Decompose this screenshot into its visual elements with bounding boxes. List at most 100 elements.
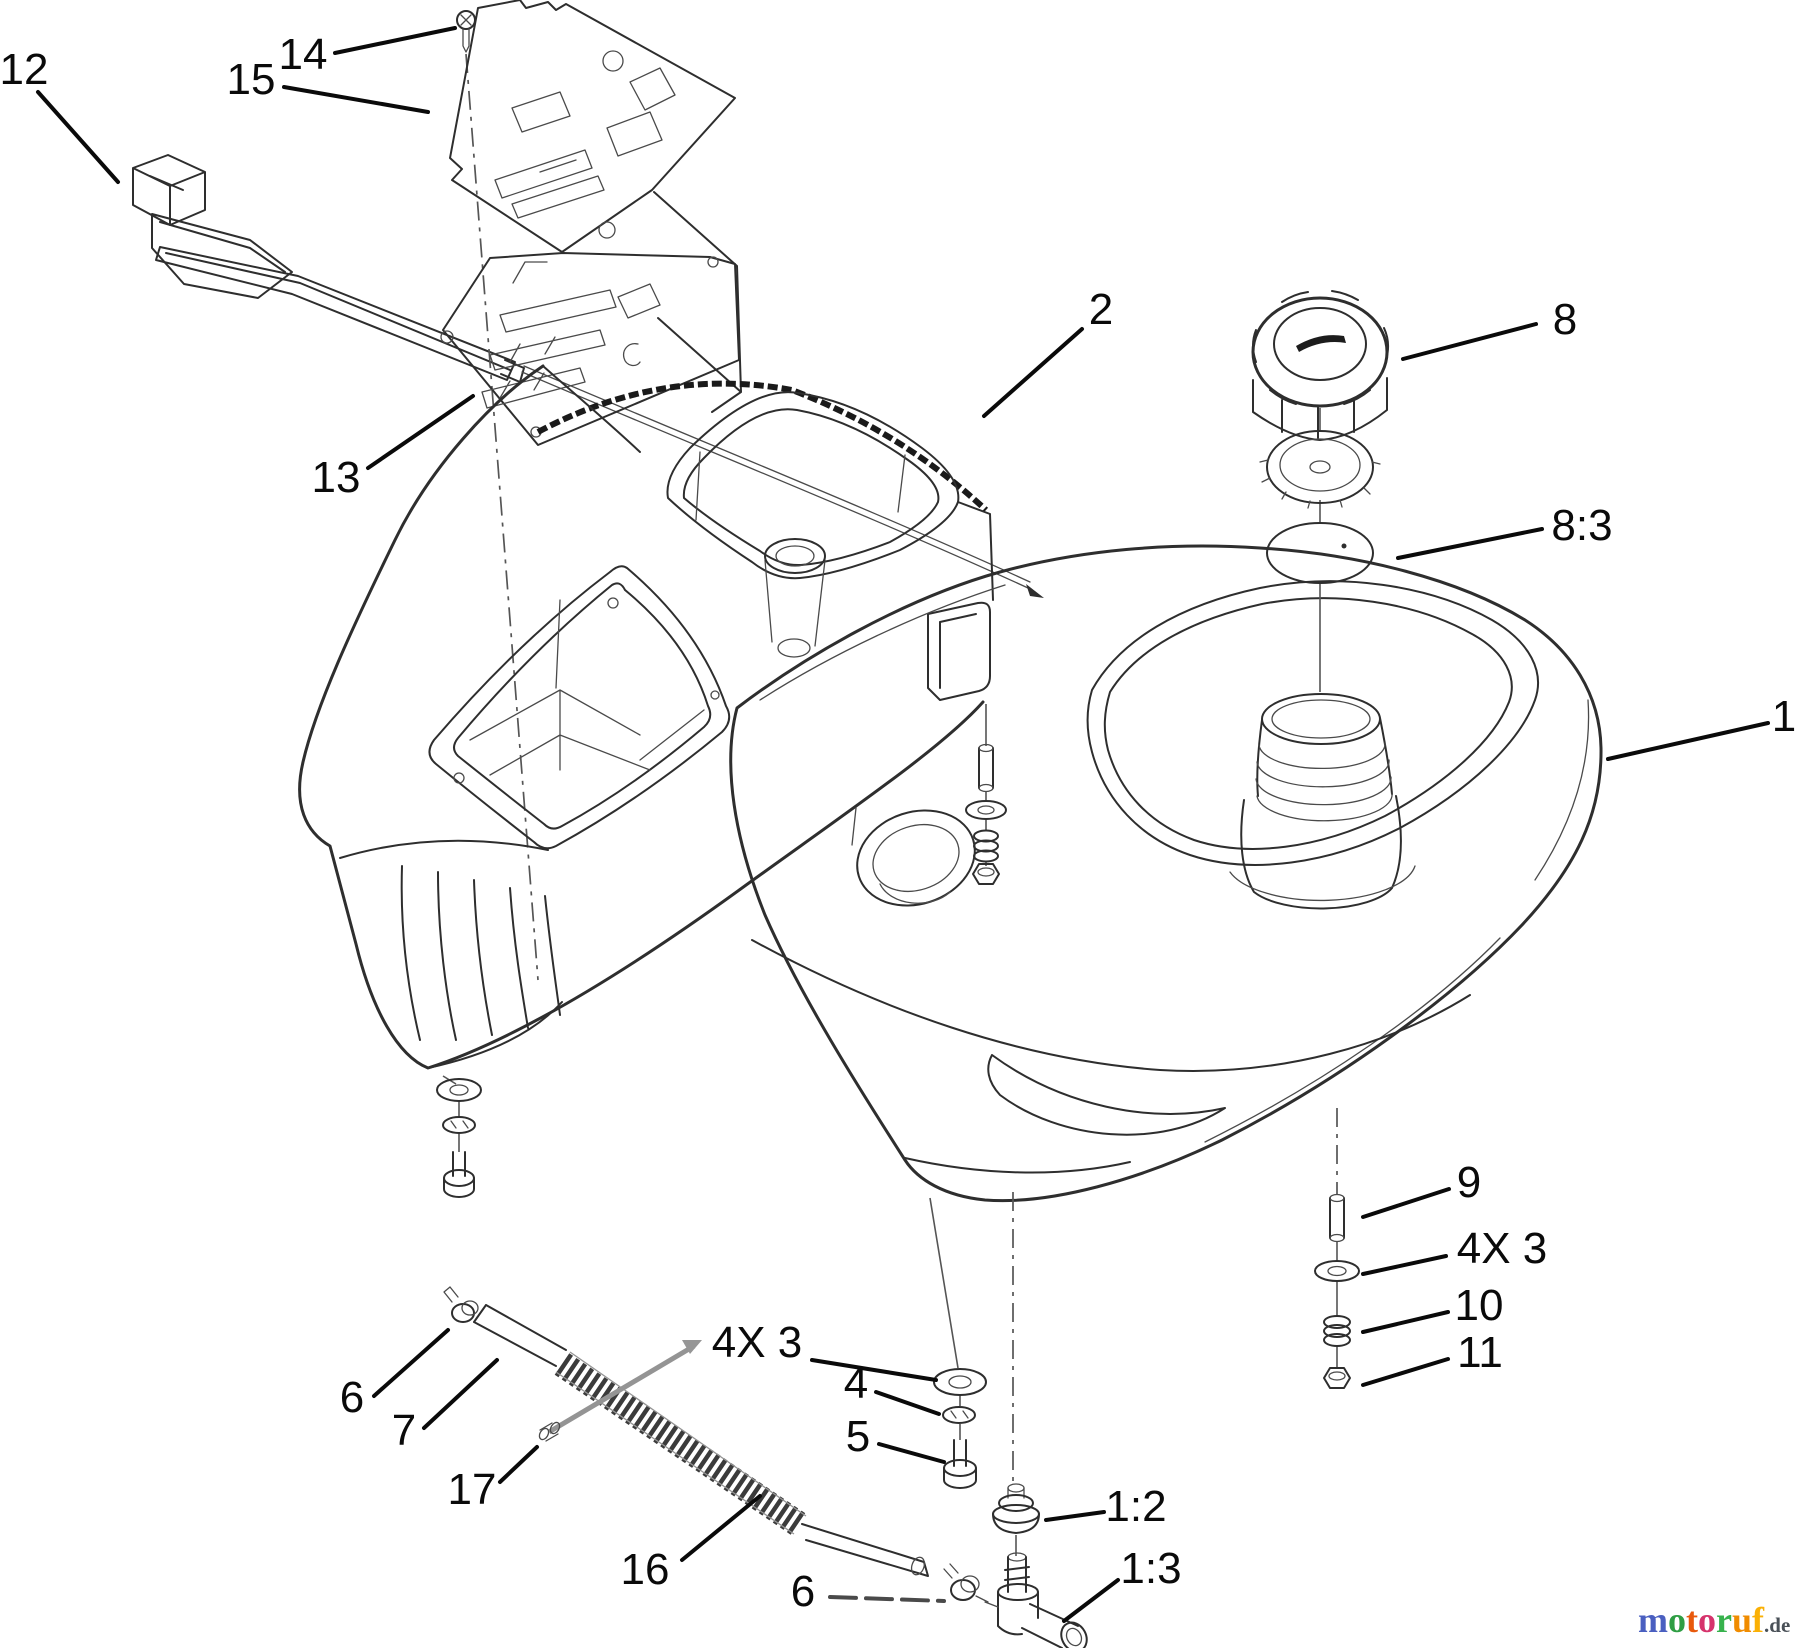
clamp-ring-a bbox=[950, 1579, 976, 1601]
bin-interior bbox=[469, 599, 705, 776]
grommet-flange bbox=[992, 1504, 1040, 1524]
watermark-letter: f bbox=[1752, 1600, 1765, 1640]
bin-rim bbox=[428, 565, 731, 850]
bolt bbox=[443, 1151, 475, 1198]
tank-edge-lines bbox=[759, 584, 1590, 1143]
bin-hole-c bbox=[453, 772, 465, 784]
flat-washer bbox=[933, 1368, 987, 1396]
fuel-line-assembly bbox=[443, 1286, 989, 1603]
callout-1: 1 bbox=[1772, 692, 1796, 741]
callout-6-upper: 6 bbox=[340, 1373, 364, 1422]
clamp-ring-b bbox=[960, 1575, 980, 1593]
cap-gasket-plate bbox=[1266, 430, 1374, 504]
leader-15 bbox=[282, 85, 430, 114]
gasket-plate-hub bbox=[1309, 460, 1331, 474]
part-8-3-disc bbox=[1266, 522, 1374, 584]
leader-14 bbox=[333, 26, 457, 55]
spacer-top bbox=[1329, 1193, 1345, 1203]
tank-fastener-stack bbox=[1314, 1108, 1360, 1389]
neck-opening bbox=[1261, 693, 1381, 745]
cup-shadow bbox=[851, 807, 951, 904]
leader-11 bbox=[1361, 1357, 1450, 1387]
rod-arrow-tip bbox=[682, 1340, 702, 1354]
leader-13 bbox=[366, 394, 475, 470]
callout-4: 4 bbox=[844, 1359, 868, 1408]
watermark-letter: u bbox=[1732, 1600, 1752, 1640]
decal-hole bbox=[602, 50, 624, 72]
spacer-bottom bbox=[978, 783, 994, 793]
clamp-to-elbow-link bbox=[975, 1595, 989, 1603]
console-ribs bbox=[339, 839, 563, 1069]
stack-axis bbox=[929, 1197, 961, 1440]
console-outline bbox=[298, 364, 985, 1070]
tray-rim bbox=[666, 391, 960, 580]
elbow-inlet-stub bbox=[984, 1601, 999, 1608]
elbow-outlet-cap bbox=[1065, 1627, 1083, 1647]
callout-16: 16 bbox=[621, 1545, 670, 1594]
decal-outline bbox=[449, 0, 736, 253]
part-8-fuel-cap bbox=[1251, 290, 1390, 692]
part-13-control-panel bbox=[440, 191, 742, 446]
nut bbox=[972, 863, 1000, 885]
callout-2: 2 bbox=[1089, 285, 1113, 334]
washer bbox=[965, 800, 1007, 820]
neck-base bbox=[1240, 795, 1402, 910]
screw-axis-line bbox=[465, 53, 539, 981]
tank-outline bbox=[729, 544, 1603, 1203]
elbow-body bbox=[997, 1591, 1039, 1636]
grommet-top bbox=[998, 1494, 1034, 1512]
lock-washer-split bbox=[950, 1410, 969, 1419]
grommet-skirt bbox=[992, 1513, 1040, 1534]
lever-knob bbox=[132, 154, 206, 226]
watermark-suffix: .de bbox=[1764, 1613, 1790, 1637]
tray-cup-inner bbox=[775, 545, 815, 567]
callout-8-3: 8:3 bbox=[1551, 501, 1612, 550]
callout-9: 9 bbox=[1457, 1158, 1481, 1207]
callout-12: 12 bbox=[0, 45, 48, 94]
leader-10 bbox=[1361, 1310, 1450, 1334]
cable-tip-arrow bbox=[1026, 584, 1044, 598]
spring bbox=[973, 829, 999, 863]
leader-2 bbox=[982, 327, 1084, 418]
leader-6-lower bbox=[828, 1595, 946, 1603]
flat-washer bbox=[1314, 1260, 1360, 1282]
callout-17: 17 bbox=[448, 1465, 497, 1514]
leader-8 bbox=[1401, 322, 1538, 361]
callout-4x3-mid: 4X 3 bbox=[712, 1318, 803, 1367]
lock-washer bbox=[942, 1406, 976, 1424]
elbow-body-top bbox=[997, 1583, 1039, 1601]
part-1-2-grommet bbox=[992, 1192, 1040, 1534]
panel-cable-clip bbox=[622, 343, 641, 367]
callout-1-3: 1:3 bbox=[1120, 1544, 1181, 1593]
hose-clamp-lower bbox=[943, 1563, 980, 1601]
spacer bbox=[1329, 1197, 1345, 1239]
watermark-letter: r bbox=[1716, 1600, 1732, 1640]
cup-outer bbox=[856, 809, 976, 907]
part-15-decal-panel bbox=[449, 0, 736, 253]
tank-style-lines bbox=[751, 939, 1471, 1174]
watermark-letter: t bbox=[1686, 1600, 1698, 1640]
cup-inner bbox=[872, 824, 960, 892]
barb-sides bbox=[1004, 1556, 1030, 1593]
grommet-stud bbox=[1007, 1483, 1025, 1493]
tray-cup-drain bbox=[777, 638, 811, 658]
rod-end-ring2 bbox=[549, 1421, 561, 1435]
watermark-letter: m bbox=[1638, 1600, 1668, 1640]
part-1-fuel-tank bbox=[729, 544, 1603, 1203]
barb-top bbox=[1007, 1552, 1027, 1562]
flat-washer-hole bbox=[449, 1084, 469, 1096]
screw-slot bbox=[460, 14, 472, 53]
console-edges bbox=[542, 365, 994, 601]
callout-8: 8 bbox=[1553, 295, 1577, 344]
grommet-stud-sides bbox=[1007, 1487, 1025, 1499]
nut bbox=[1323, 1367, 1351, 1389]
clamp-ring-a bbox=[451, 1303, 475, 1323]
callout-10: 10 bbox=[1455, 1281, 1504, 1330]
watermark-letter: o bbox=[1698, 1600, 1716, 1640]
leader-7 bbox=[422, 1358, 499, 1430]
callout-13: 13 bbox=[312, 453, 361, 502]
decal-cutouts bbox=[494, 67, 676, 219]
spring-guard-edges bbox=[555, 1351, 807, 1535]
